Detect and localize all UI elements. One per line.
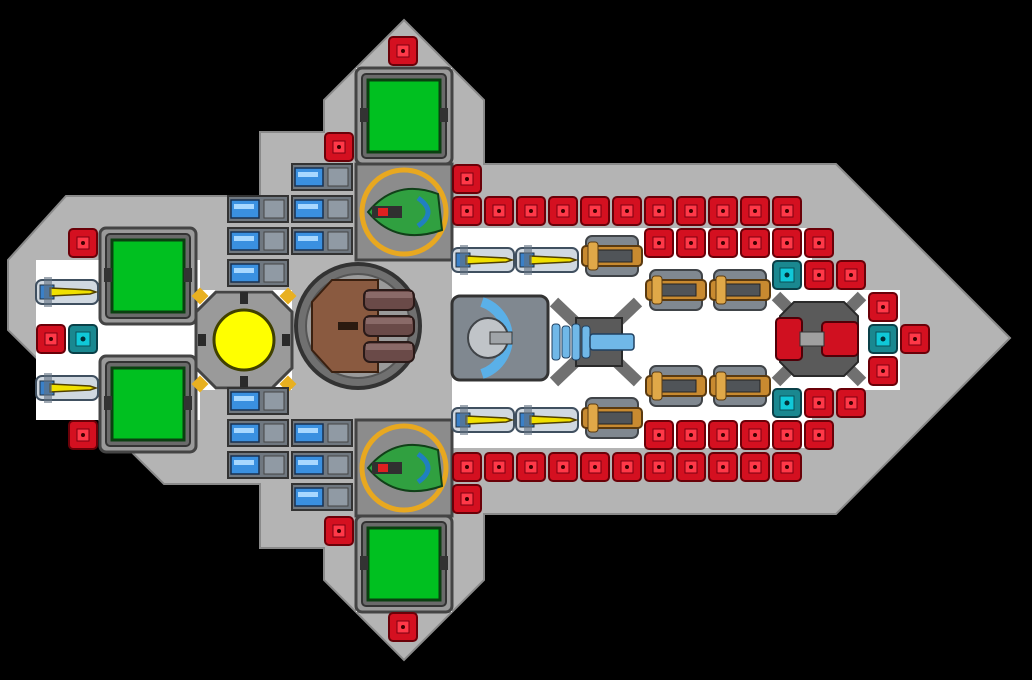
armor-block[interactable] — [388, 612, 418, 642]
battery-cell[interactable] — [227, 227, 289, 255]
armor-block[interactable] — [644, 420, 674, 450]
hangar-bay[interactable] — [294, 262, 422, 390]
battery-cell[interactable] — [291, 451, 353, 479]
battery-cell[interactable] — [227, 259, 289, 287]
shield-node[interactable] — [772, 388, 802, 418]
plasma-turret[interactable] — [354, 162, 454, 262]
autocannon[interactable] — [645, 269, 707, 311]
armor-block[interactable] — [68, 420, 98, 450]
armor-block[interactable] — [708, 228, 738, 258]
armor-block[interactable] — [644, 452, 674, 482]
armor-block[interactable] — [740, 228, 770, 258]
autocannon[interactable] — [581, 235, 643, 277]
battery-cell[interactable] — [291, 227, 353, 255]
armor-block[interactable] — [548, 452, 578, 482]
armor-block[interactable] — [676, 452, 706, 482]
armor-block[interactable] — [68, 228, 98, 258]
armor-block[interactable] — [868, 356, 898, 386]
missile-launcher[interactable] — [515, 245, 579, 275]
missile-launcher[interactable] — [515, 405, 579, 435]
armor-block[interactable] — [804, 388, 834, 418]
shield-node[interactable] — [772, 260, 802, 290]
autocannon[interactable] — [645, 365, 707, 407]
armor-block[interactable] — [836, 260, 866, 290]
armor-block[interactable] — [772, 228, 802, 258]
armor-block[interactable] — [740, 420, 770, 450]
ship-core[interactable] — [191, 287, 297, 393]
armor-block[interactable] — [868, 292, 898, 322]
armor-block[interactable] — [452, 164, 482, 194]
battery-cell[interactable] — [291, 195, 353, 223]
armor-block[interactable] — [836, 388, 866, 418]
armor-block[interactable] — [772, 196, 802, 226]
ion-emitter[interactable] — [450, 294, 550, 382]
armor-block[interactable] — [612, 196, 642, 226]
armor-block[interactable] — [580, 196, 610, 226]
armor-block[interactable] — [644, 196, 674, 226]
armor-block[interactable] — [708, 196, 738, 226]
armor-block[interactable] — [772, 420, 802, 450]
plasma-turret[interactable] — [354, 418, 454, 518]
armor-block[interactable] — [612, 452, 642, 482]
armor-block[interactable] — [452, 196, 482, 226]
heavy-red-cannon[interactable] — [771, 291, 867, 387]
armor-block[interactable] — [740, 452, 770, 482]
battery-cell[interactable] — [291, 419, 353, 447]
thruster[interactable] — [98, 354, 198, 454]
armor-block[interactable] — [484, 452, 514, 482]
missile-launcher[interactable] — [451, 245, 515, 275]
armor-block[interactable] — [708, 420, 738, 450]
battery-cell[interactable] — [291, 483, 353, 511]
armor-block[interactable] — [388, 36, 418, 66]
armor-block[interactable] — [772, 452, 802, 482]
shield-node[interactable] — [868, 324, 898, 354]
missile-launcher[interactable] — [35, 373, 99, 403]
armor-block[interactable] — [804, 228, 834, 258]
ion-cannon[interactable] — [549, 297, 643, 387]
armor-block[interactable] — [516, 452, 546, 482]
armor-block[interactable] — [804, 260, 834, 290]
armor-block[interactable] — [676, 228, 706, 258]
battery-cell[interactable] — [227, 419, 289, 447]
armor-block[interactable] — [804, 420, 834, 450]
thruster[interactable] — [354, 514, 454, 614]
armor-block[interactable] — [644, 228, 674, 258]
armor-block[interactable] — [36, 324, 66, 354]
battery-cell[interactable] — [291, 163, 353, 191]
autocannon[interactable] — [709, 269, 771, 311]
thruster[interactable] — [354, 66, 454, 166]
armor-block[interactable] — [676, 196, 706, 226]
armor-block[interactable] — [676, 420, 706, 450]
armor-block[interactable] — [324, 132, 354, 162]
autocannon[interactable] — [709, 365, 771, 407]
armor-block[interactable] — [484, 196, 514, 226]
thruster[interactable] — [98, 226, 198, 326]
armor-block[interactable] — [580, 452, 610, 482]
armor-block[interactable] — [708, 452, 738, 482]
armor-block[interactable] — [548, 196, 578, 226]
autocannon[interactable] — [581, 397, 643, 439]
battery-cell[interactable] — [227, 451, 289, 479]
armor-block[interactable] — [324, 516, 354, 546]
armor-block[interactable] — [900, 324, 930, 354]
armor-block[interactable] — [452, 452, 482, 482]
battery-cell[interactable] — [227, 387, 289, 415]
armor-block[interactable] — [452, 484, 482, 514]
shield-node[interactable] — [68, 324, 98, 354]
missile-launcher[interactable] — [451, 405, 515, 435]
armor-block[interactable] — [516, 196, 546, 226]
armor-block[interactable] — [740, 196, 770, 226]
battery-cell[interactable] — [227, 195, 289, 223]
missile-launcher[interactable] — [35, 277, 99, 307]
